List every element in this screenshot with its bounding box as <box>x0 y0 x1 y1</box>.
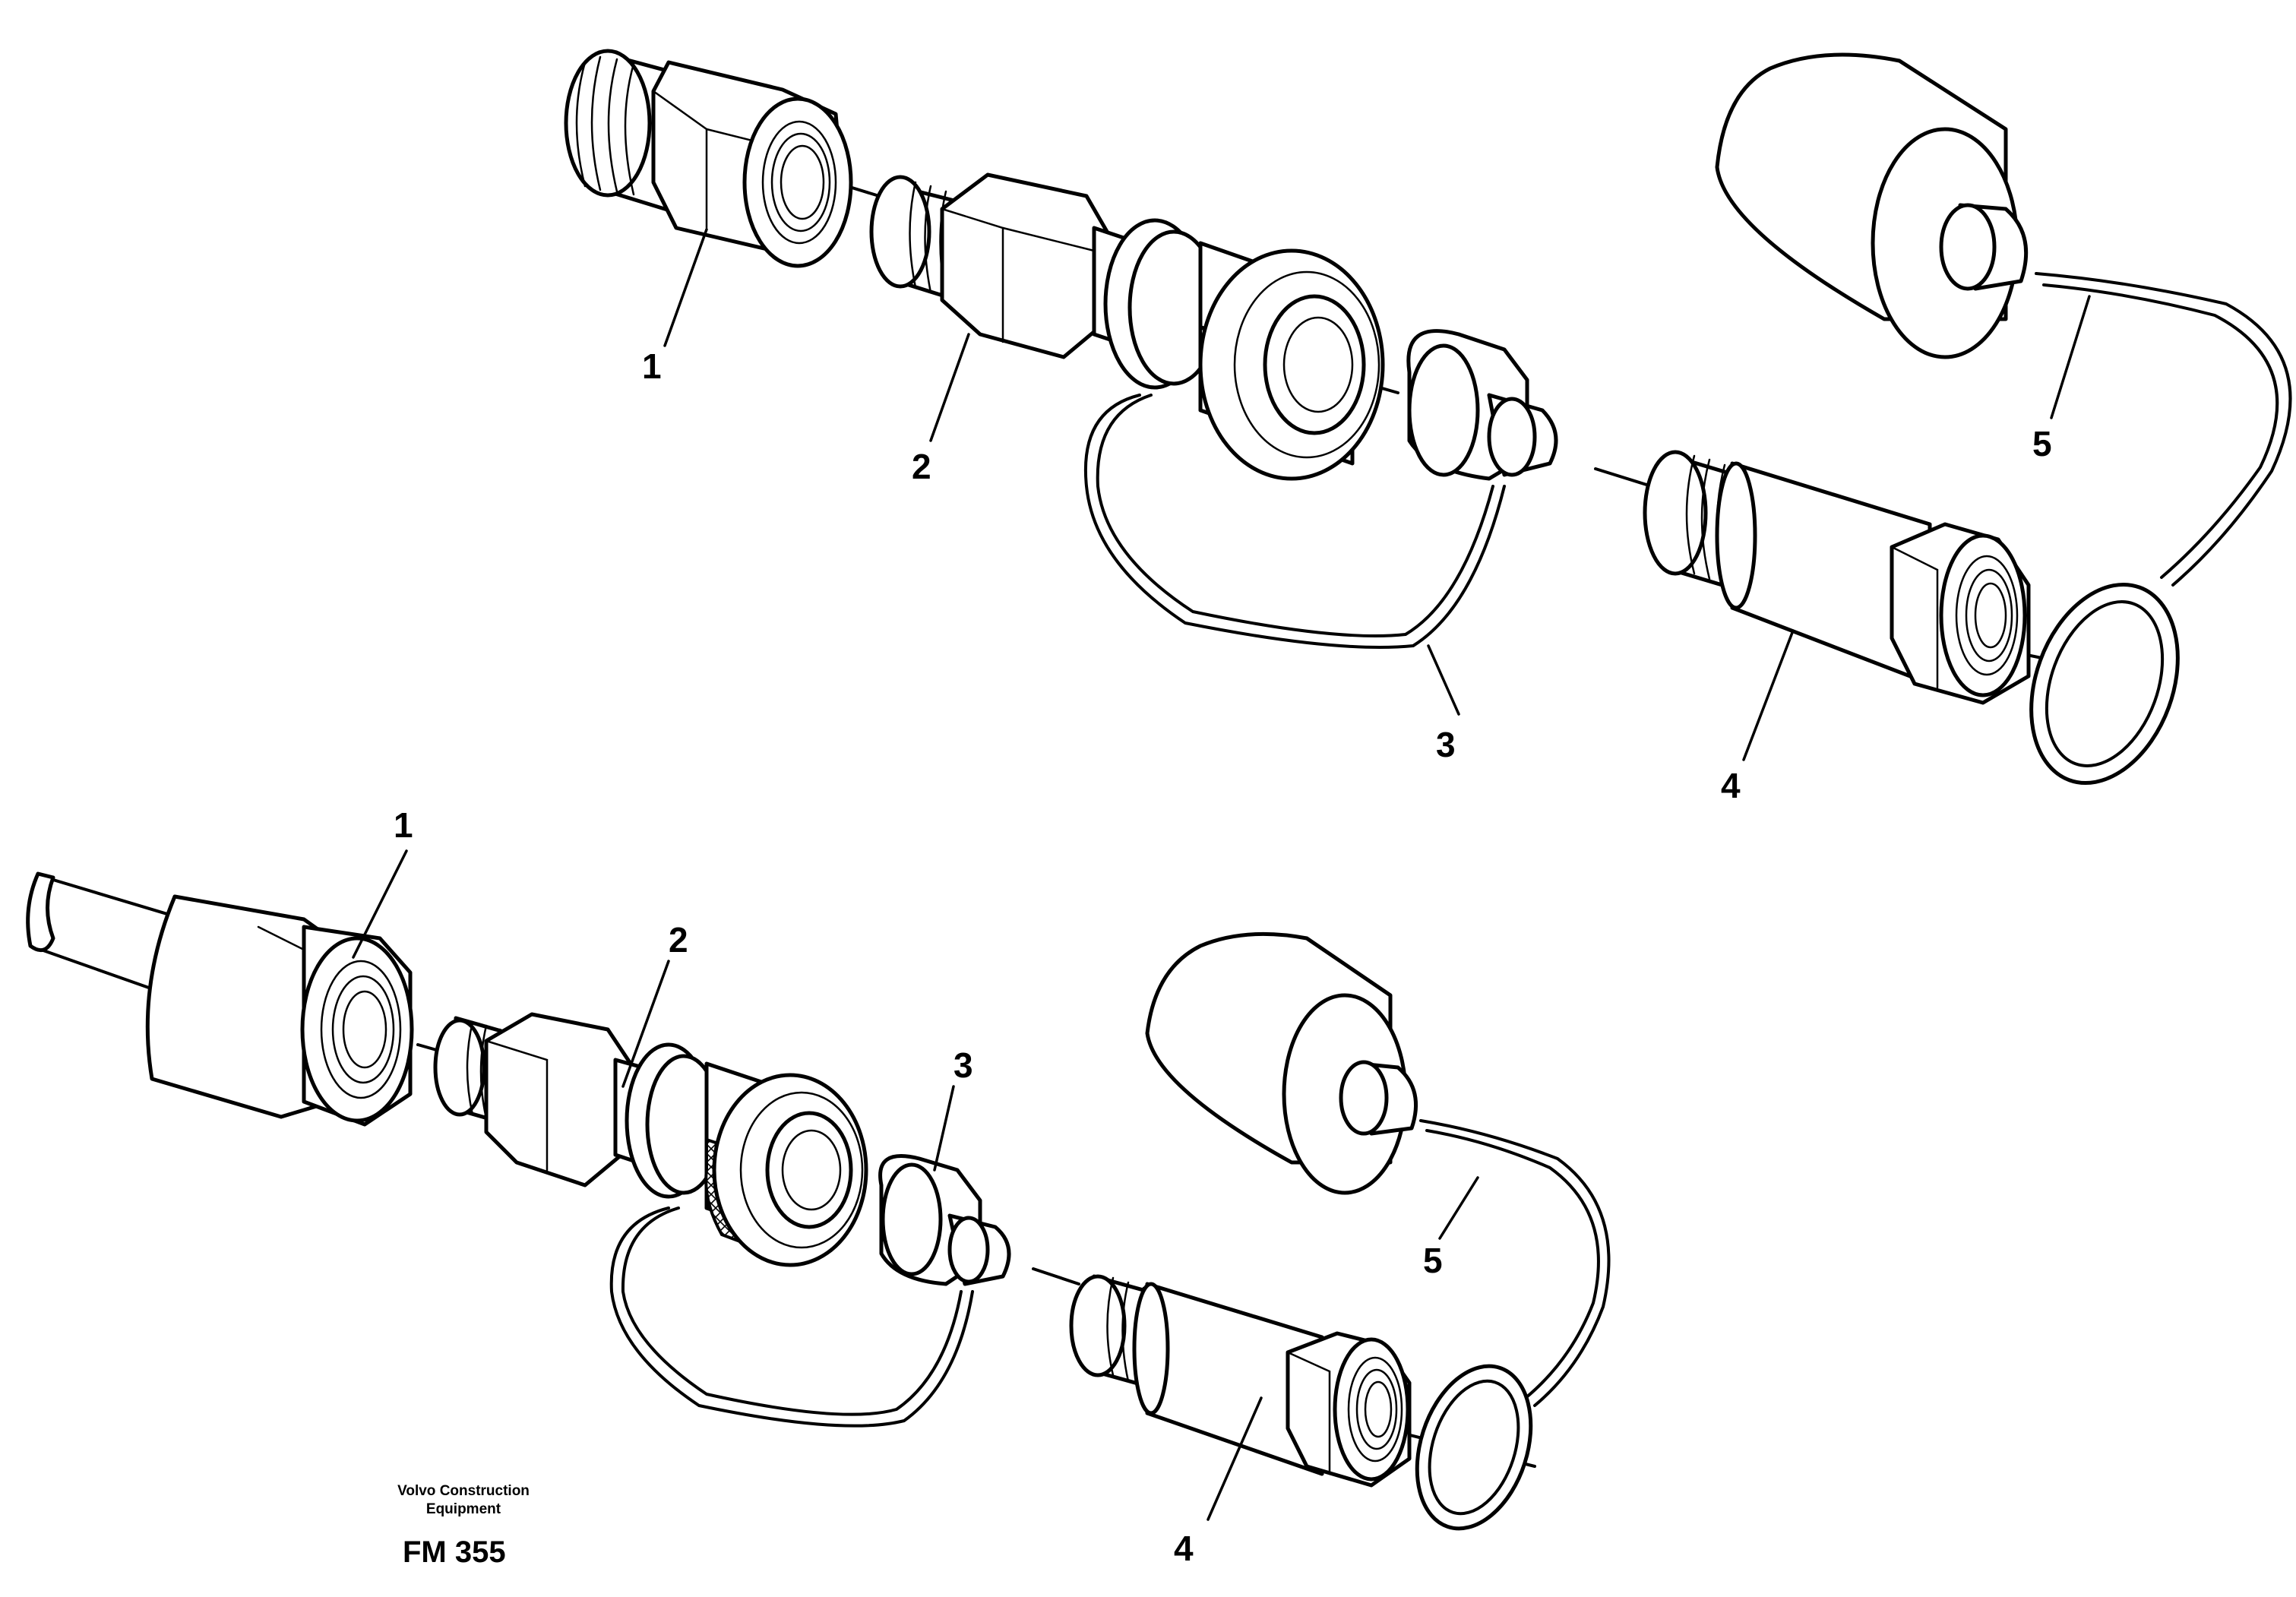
top-callout-1: 1 <box>642 346 662 386</box>
top-dust-cap <box>1083 329 1558 649</box>
bottom-hose-fitting <box>26 871 414 1127</box>
bottom-callout-2: 2 <box>669 920 688 960</box>
bottom-callout-1: 1 <box>394 805 413 845</box>
top-callout-3: 3 <box>1436 725 1456 764</box>
credit-line-1: Volvo Construction <box>397 1483 530 1499</box>
top-assembly: 1 2 3 4 5 <box>564 49 2292 805</box>
top-callout-2: 2 <box>912 447 931 486</box>
top-coupler-body <box>869 172 1385 481</box>
bottom-coupler-body <box>433 1012 868 1267</box>
bottom-nipple <box>1069 1274 1412 1488</box>
figure-code: FM 355 <box>403 1535 506 1569</box>
bottom-callout-4: 4 <box>1174 1529 1194 1568</box>
credit-line-2: Equipment <box>426 1501 501 1517</box>
bottom-protective-cap <box>1145 931 1611 1531</box>
bottom-assembly: 1 2 3 4 5 <box>26 805 1611 1568</box>
top-adapter <box>564 49 853 268</box>
top-nipple <box>1643 450 2031 705</box>
bottom-callout-5: 5 <box>1423 1241 1443 1280</box>
top-callout-5: 5 <box>2032 424 2052 463</box>
bottom-callout-3: 3 <box>954 1045 973 1085</box>
top-callout-4: 4 <box>1721 766 1741 805</box>
top-protective-cap <box>1715 52 2292 786</box>
bottom-dust-cap <box>609 1154 1011 1428</box>
